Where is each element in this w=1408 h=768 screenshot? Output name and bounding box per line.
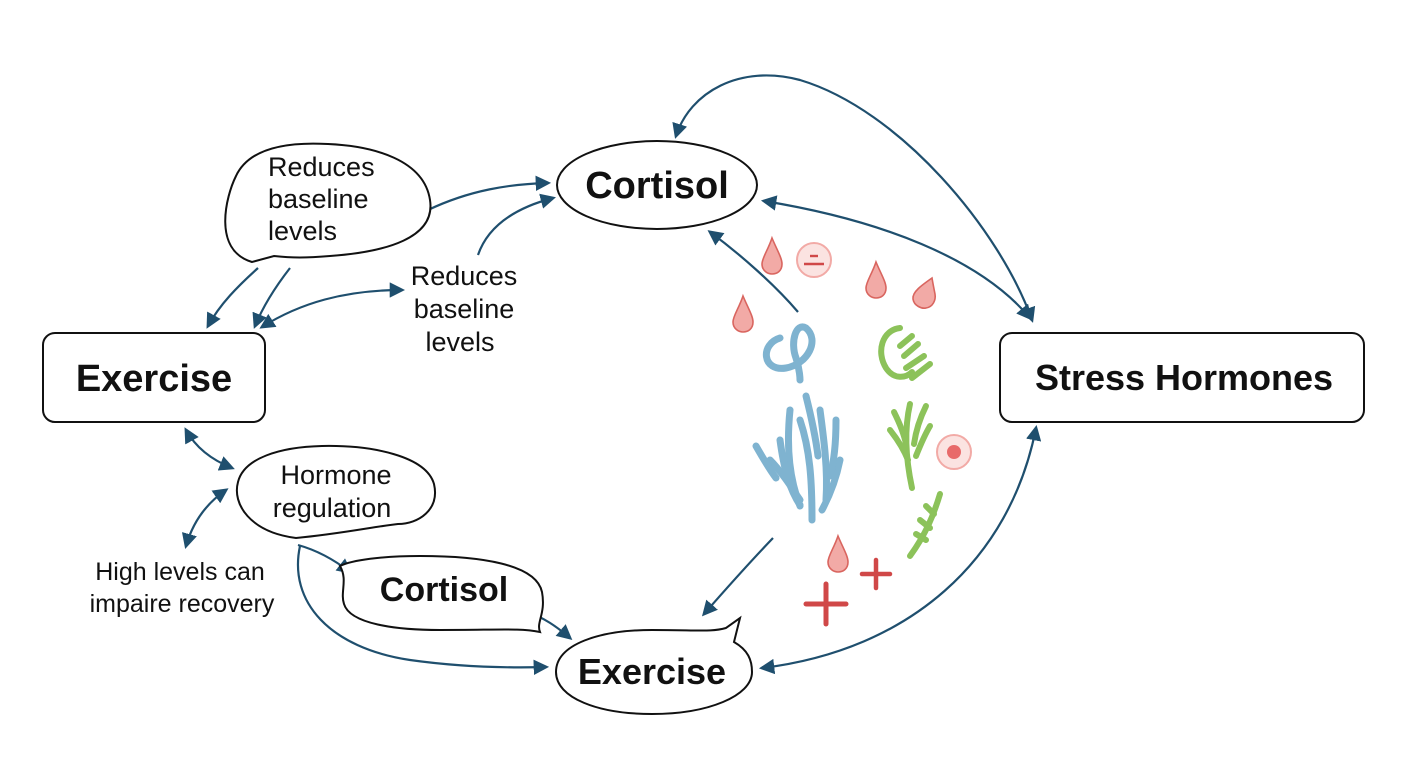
arrow-bubble-to-exercise-1 [206,267,259,329]
arrow-stress-exercise-bidirectional [758,424,1042,675]
exercise-bottom-label: Exercise [578,651,726,692]
arrow-exercise-hormone-bidirectional [184,427,235,471]
arrow-receptor-to-cortisol [707,230,799,313]
arrow-reduces-to-cortisol [476,193,556,256]
reduces-free-line2: baseline [414,294,515,324]
hormone-molecule-icon [878,325,943,559]
droplet-icon [761,235,783,275]
cortisol-bubble-node: Cortisol [338,554,544,634]
receptor-icon [796,242,832,278]
hormone-molecule-icon [752,323,844,524]
hormone-bubble-line1: Hormone [280,460,391,490]
reduces-bubble-line3: levels [268,216,337,246]
arrow-cortisol-stress-bidirectional [760,195,1032,321]
arrow-cells-to-exercise [701,537,774,617]
cortisol-top-node: Cortisol [556,140,758,230]
droplet-icon [732,293,754,333]
arrow-exercise-reduces-bidirectional [259,282,406,329]
reduces-free-line3: levels [425,327,494,357]
droplet-icon [865,259,887,299]
reduces-speech-bubble: Reduces baseline levels [224,142,432,264]
cortisol-bubble-label: Cortisol [380,571,508,609]
exercise-bottom-node: Exercise [554,615,754,716]
reduces-bubble-line1: Reduces [268,152,375,182]
connector-arrows [181,74,1042,676]
reduces-free-line1: Reduces [411,261,518,291]
exercise-left-label: Exercise [76,358,232,400]
plus-icon [859,557,893,591]
reduces-free-label: Reduces baseline levels [411,261,518,357]
arrow-highlevels-hormone [181,488,229,549]
exercise-left-node: Exercise [42,332,266,423]
hormone-illustration [732,235,972,627]
high-levels-line2: impaire recovery [90,590,275,618]
receptor-icon [936,434,972,470]
stress-hormones-label: Stress Hormones [1035,357,1333,398]
cortisol-top-label: Cortisol [585,165,729,207]
high-levels-label: High levels can impaire recovery [90,558,275,618]
high-levels-line1: High levels can [95,558,265,586]
arrow-bubble-to-exercise-2 [252,267,291,329]
arrow-hormone-to-exercise [296,545,550,676]
hormone-bubble-line2: regulation [273,493,392,523]
hormone-regulation-bubble: Hormone regulation [235,444,436,540]
arrow-bubble-to-cortisol [427,175,552,211]
droplet-icon [912,276,936,309]
stress-hormones-node: Stress Hormones [999,332,1365,423]
reduces-bubble-line2: baseline [268,184,369,214]
plus-icon [803,581,849,627]
droplet-icon [827,533,849,573]
